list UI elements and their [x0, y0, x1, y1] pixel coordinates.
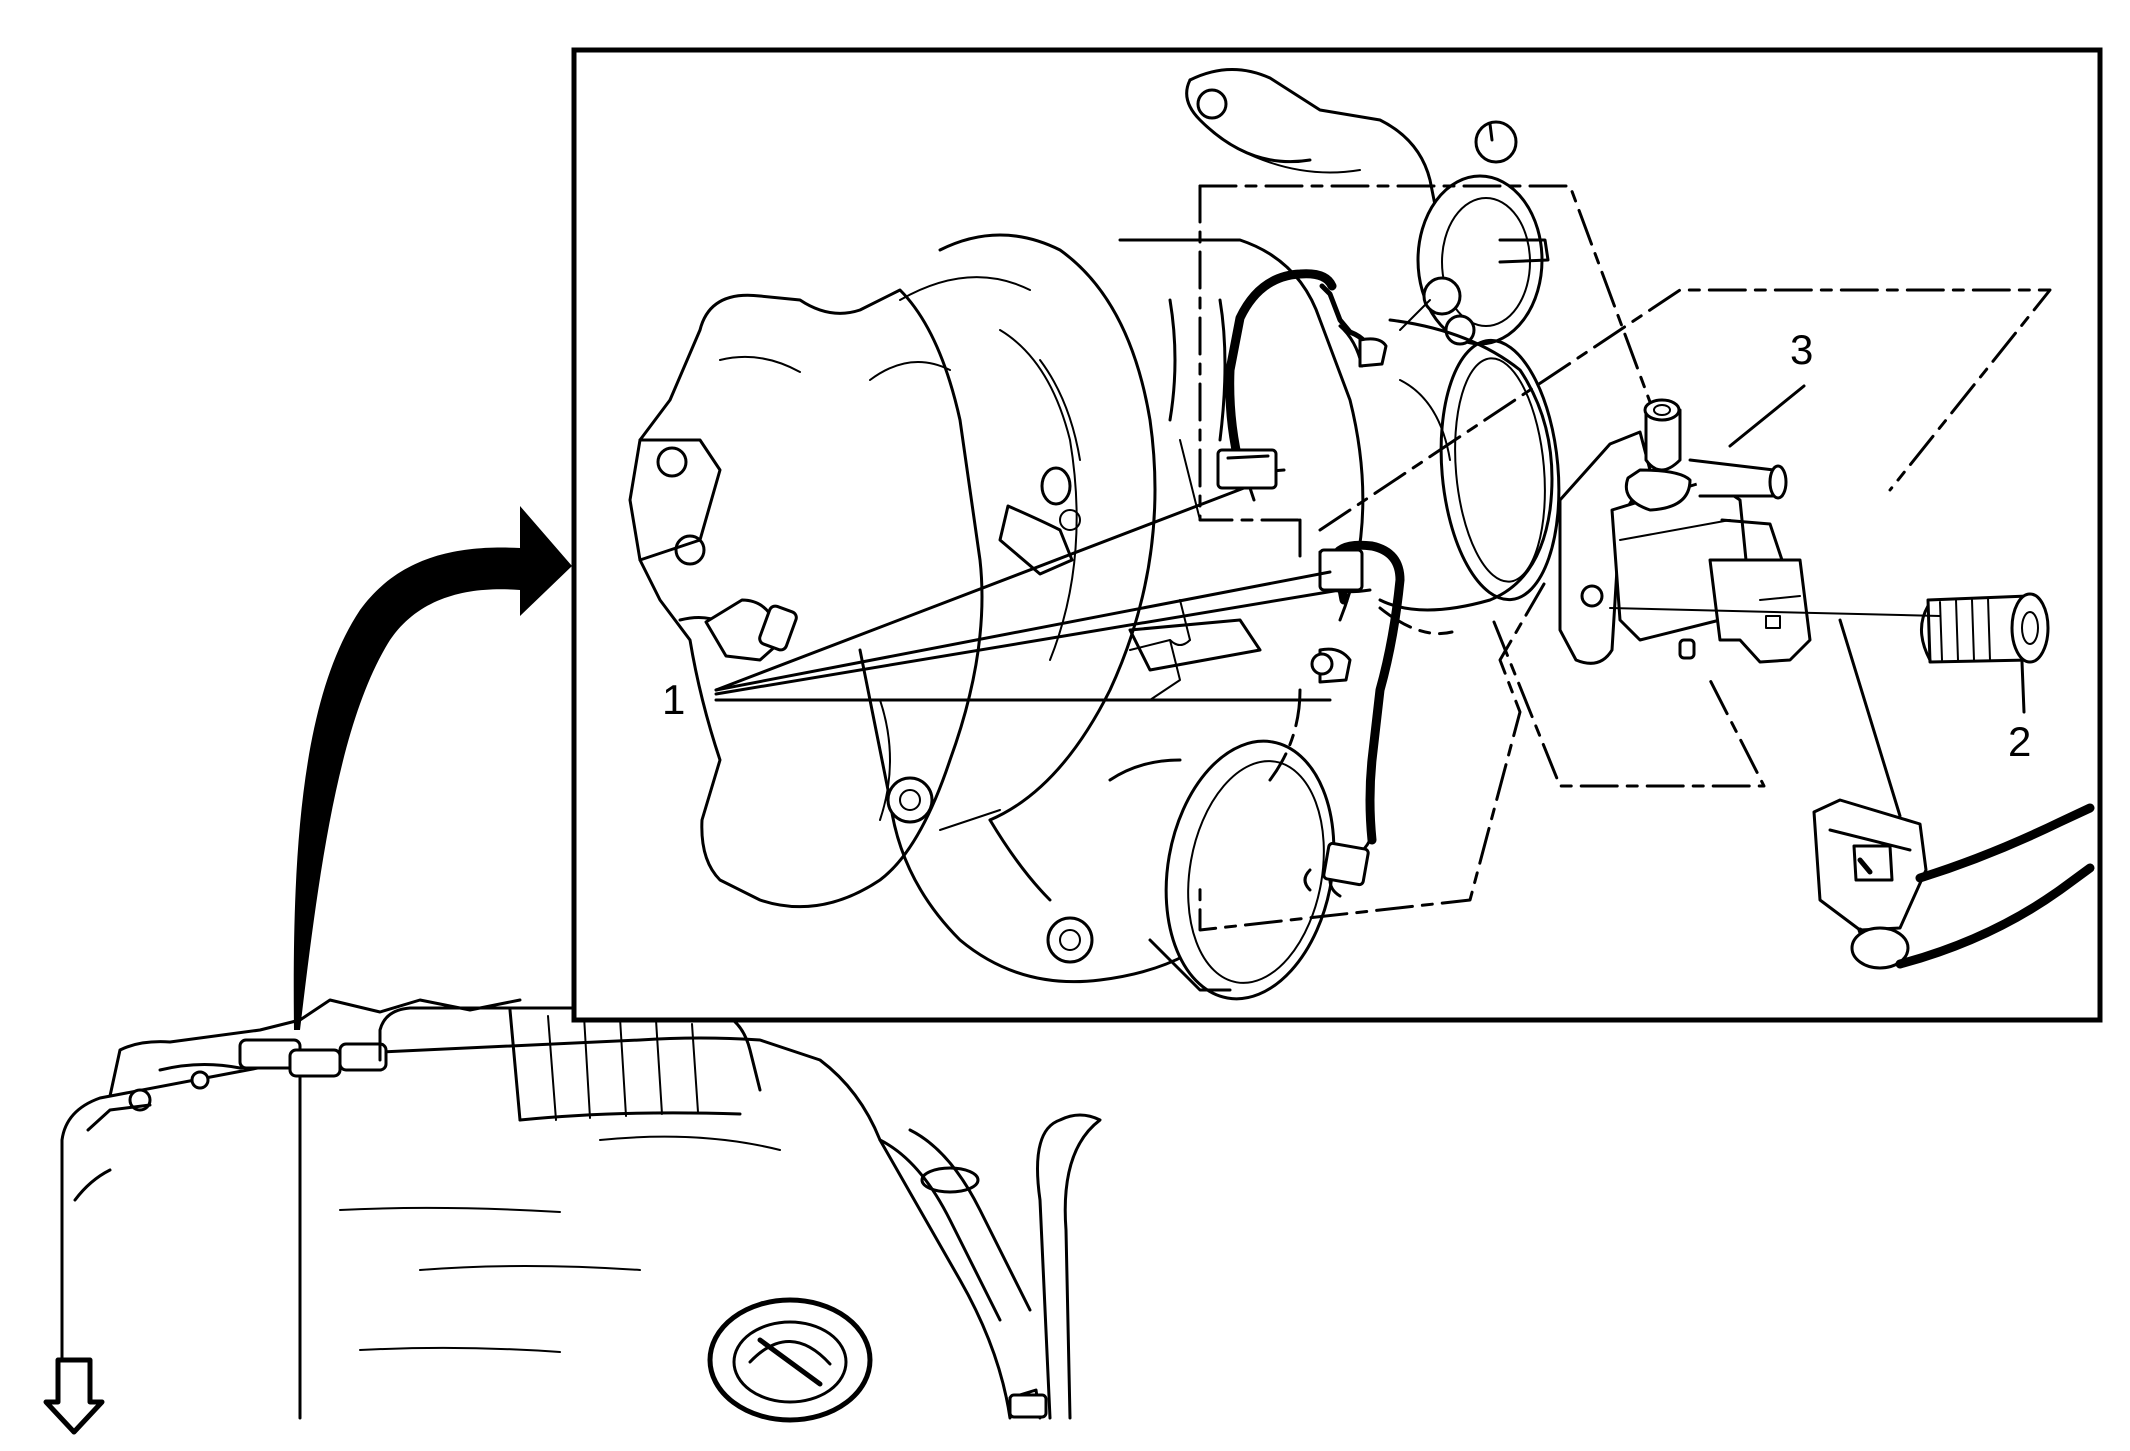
wastegate-actuator	[1399, 120, 1550, 346]
solenoid-bolt	[1920, 592, 2050, 664]
detail-inset: 1 2 3	[571, 47, 2103, 1023]
callout-2-leader	[2020, 660, 2026, 714]
curved-pointer-arrow-icon	[293, 506, 572, 1030]
callout-2-label: 2	[2008, 718, 2031, 765]
turbo-bypass-solenoid-valve	[1558, 398, 1812, 665]
callout-1-label: 1	[662, 676, 685, 723]
engine-overview	[60, 998, 1102, 1423]
coolant-fitting	[704, 598, 798, 662]
view-direction-arrow-icon	[43, 1357, 105, 1435]
oil-filler-cap	[707, 1297, 873, 1423]
turbocharger	[628, 68, 1561, 1001]
callout-3-leader	[1728, 384, 1806, 448]
callout-3-label: 3	[1790, 326, 1813, 373]
vacuum-hoses	[1216, 269, 1405, 898]
electrical-connector	[1812, 618, 2095, 970]
callout-1-leaders	[714, 486, 1342, 702]
